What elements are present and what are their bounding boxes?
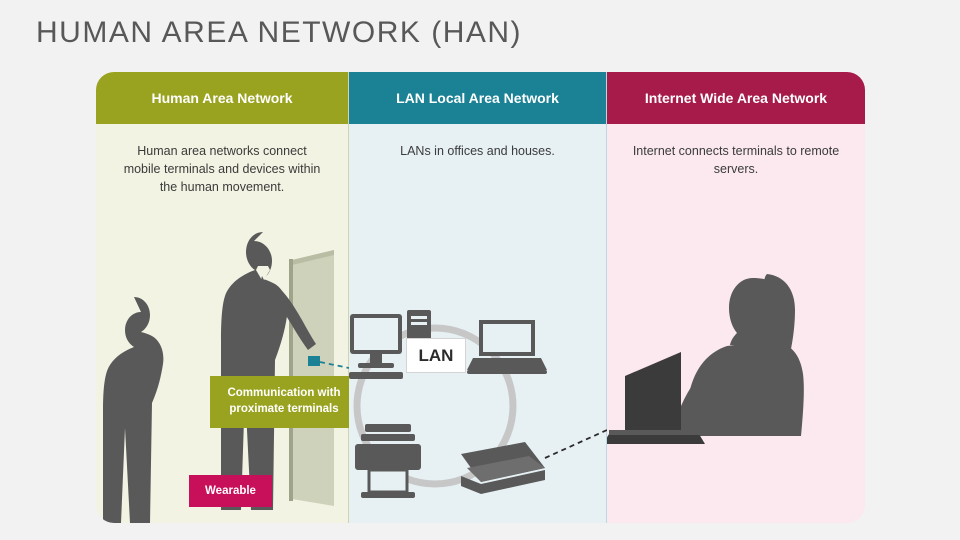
touch-point <box>308 356 320 366</box>
column-internet: Internet Wide Area Network Internet conn… <box>607 72 865 523</box>
diagram-board: Human Area Network Human area networks c… <box>96 72 865 523</box>
page-title: HUMAN AREA NETWORK (HAN) <box>36 16 523 49</box>
suit-detail <box>256 266 270 282</box>
laptop-icon <box>607 352 705 444</box>
internet-illustration <box>607 274 804 444</box>
column-description-internet: Internet connects terminals to remote se… <box>632 144 840 177</box>
laptop-icon <box>467 320 547 374</box>
lan-ring <box>353 324 517 488</box>
column-header-han: Human Area Network <box>96 72 348 124</box>
lan-center-node: LAN <box>406 338 466 373</box>
column-description-lan: LANs in offices and houses. <box>400 144 555 158</box>
column-human-area-network: Human Area Network Human area networks c… <box>96 72 358 523</box>
badge-wearable: Wearable <box>189 475 272 507</box>
lan-illustration <box>349 310 607 498</box>
column-description-han: Human area networks connect mobile termi… <box>123 144 321 195</box>
column-lan: LAN Local Area Network LANs in offices a… <box>349 72 607 523</box>
column-header-internet: Internet Wide Area Network <box>607 72 865 124</box>
arm-to-panel <box>268 284 316 350</box>
wearable-signal-path <box>127 355 149 441</box>
lan-to-internet-link <box>544 429 607 459</box>
standing-person-silhouette <box>221 232 288 510</box>
walking-person-silhouette <box>103 297 164 523</box>
han-illustration <box>103 232 349 523</box>
person-at-laptop-silhouette <box>674 274 804 436</box>
callout-communication: Communication with proximate terminals <box>210 376 358 428</box>
column-header-lan: LAN Local Area Network <box>349 72 606 124</box>
printer-icon <box>355 424 421 498</box>
scanner-icon <box>461 442 545 494</box>
han-to-lan-link <box>319 361 349 369</box>
